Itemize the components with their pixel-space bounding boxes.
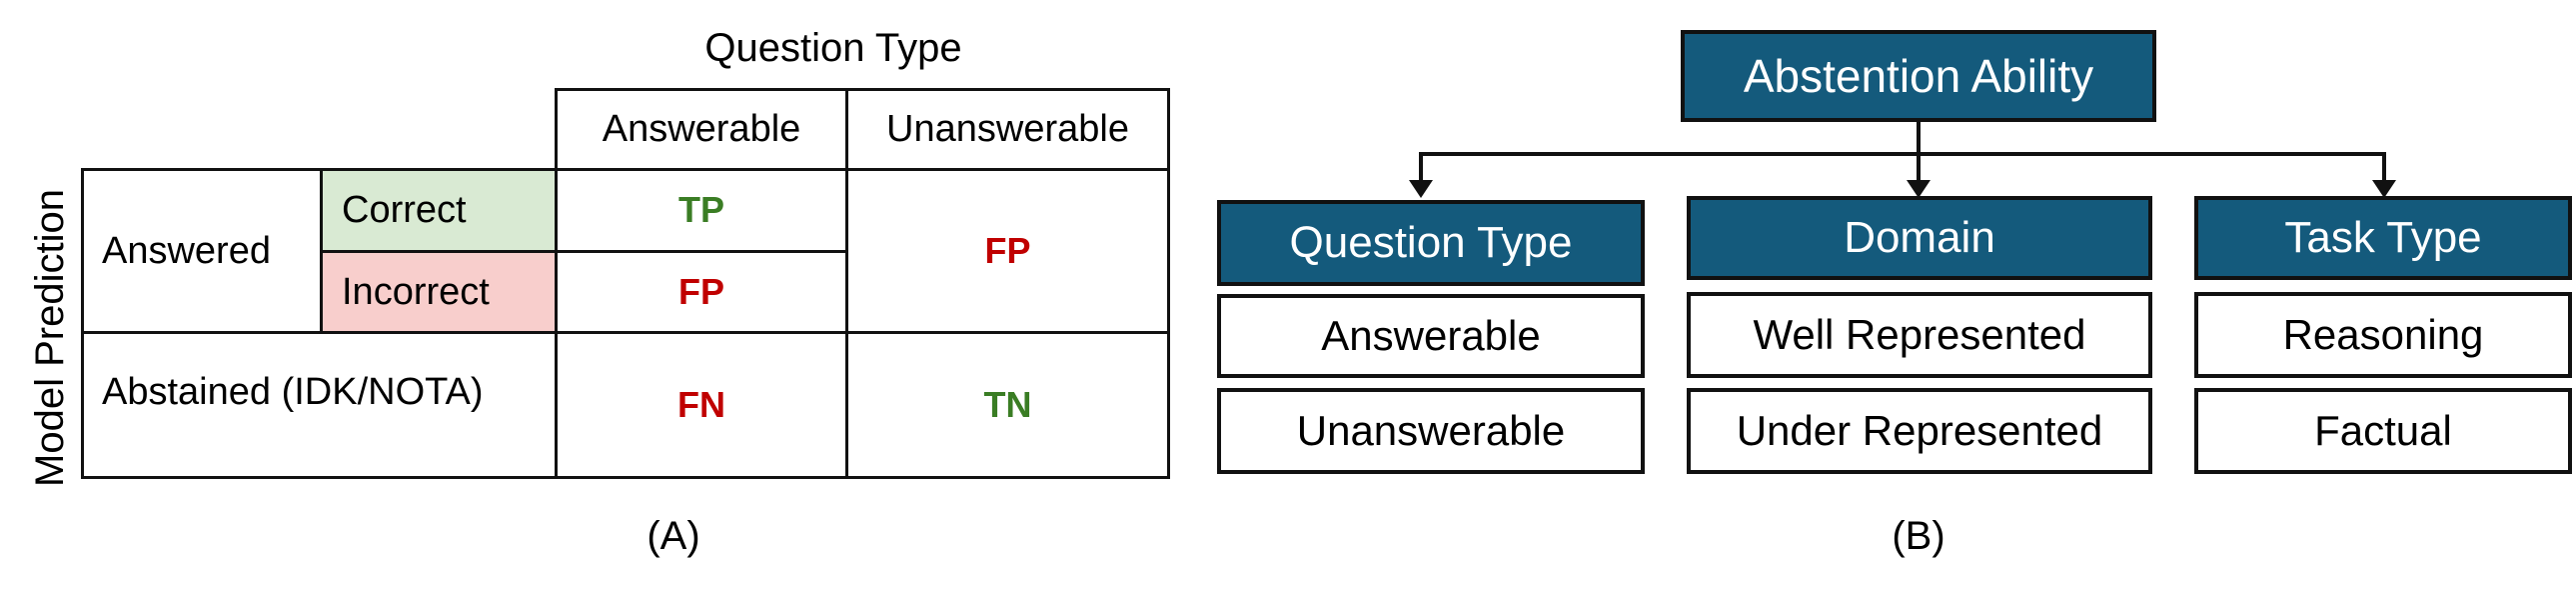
- incorrect-cell-fill: [322, 252, 556, 332]
- connector-line: [1419, 152, 2386, 156]
- leaf-node-factual: Factual: [2194, 388, 2572, 474]
- question-type-header: Question Type: [704, 26, 962, 70]
- root-node-abstention-ability: Abstention Ability: [1681, 30, 2156, 122]
- arrowhead-question-type: [1409, 180, 1433, 198]
- grid-line: [320, 250, 847, 253]
- row-label-abstained: Abstained (IDK/NOTA): [102, 371, 484, 413]
- row-label-answered: Answered: [102, 230, 271, 272]
- connector-line: [2382, 152, 2386, 182]
- connector-line: [1917, 152, 1921, 182]
- grid-line: [81, 331, 1170, 334]
- category-node-task-type: Task Type: [2194, 196, 2572, 280]
- grid-line: [555, 88, 1170, 91]
- grid-line: [81, 168, 84, 479]
- grid-line: [81, 476, 1170, 479]
- leaf-node-well-represented: Well Represented: [1687, 292, 2152, 378]
- cell-tp: TP: [677, 189, 724, 230]
- connector-line: [1419, 152, 1423, 182]
- correct-cell-fill: [322, 170, 556, 252]
- category-node-question-type: Question Type: [1217, 200, 1645, 286]
- arrowhead-domain: [1907, 180, 1931, 198]
- leaf-node-under-represented: Under Represented: [1687, 388, 2152, 474]
- leaf-node-reasoning: Reasoning: [2194, 292, 2572, 378]
- grid-line: [555, 88, 558, 479]
- grid-line: [81, 168, 1170, 171]
- column-header-unanswerable: Unanswerable: [886, 108, 1129, 150]
- leaf-node-answerable: Answerable: [1217, 294, 1645, 378]
- row-label-incorrect: Incorrect: [342, 271, 490, 313]
- cell-fp-answerable: FP: [677, 271, 724, 312]
- caption-a: (A): [646, 514, 700, 558]
- cell-tn: TN: [983, 384, 1032, 425]
- column-header-answerable: Answerable: [602, 108, 801, 150]
- grid-line: [1167, 88, 1170, 479]
- cell-fn: FN: [677, 384, 725, 425]
- caption-b: (B): [1892, 514, 1945, 558]
- category-node-domain: Domain: [1687, 196, 2152, 280]
- grid-line: [845, 88, 848, 479]
- cell-fp-unanswerable: FP: [984, 230, 1031, 271]
- leaf-node-unanswerable: Unanswerable: [1217, 388, 1645, 474]
- connector-line: [1917, 122, 1921, 156]
- row-label-correct: Correct: [342, 189, 467, 231]
- grid-line: [320, 168, 323, 334]
- arrowhead-task-type: [2372, 180, 2396, 198]
